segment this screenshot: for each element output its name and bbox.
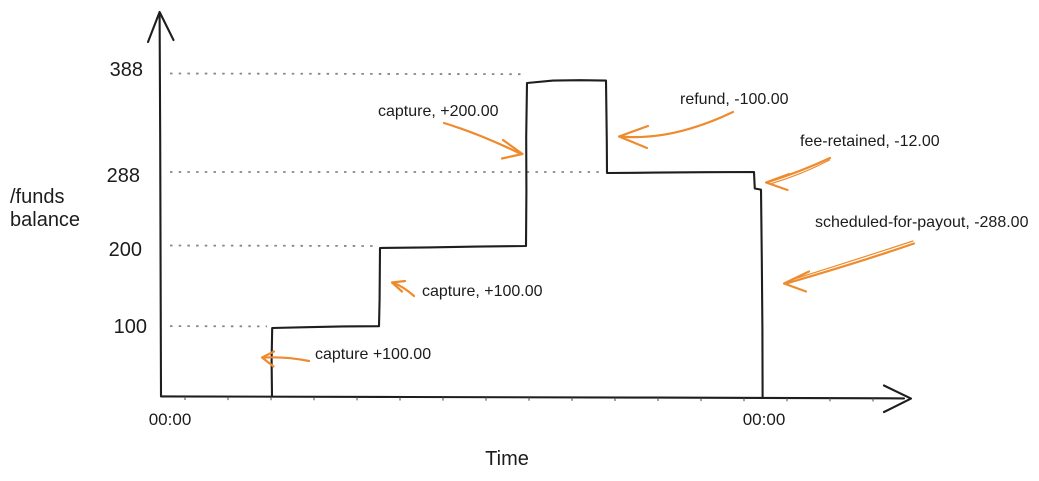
x-tick-start: 00:00: [148, 410, 192, 429]
y-tick-288: 288: [106, 165, 140, 187]
y-tick-100: 100: [113, 316, 147, 338]
balance-step-line: [270, 79, 764, 399]
arrow-capture-2-icon: [390, 279, 416, 298]
annotation-refund: refund, -100.00: [680, 91, 789, 108]
guide-line-388: [169, 72, 525, 76]
annotation-capture-1: capture +100.00: [315, 346, 432, 363]
x-axis: [159, 384, 913, 414]
y-axis-title: /funds balance: [10, 186, 81, 231]
x-axis-arrowhead-icon: [882, 384, 913, 414]
arrow-fee-retained-icon: [764, 156, 832, 192]
y-tick-388: 388: [109, 59, 143, 81]
y-axis: [146, 10, 175, 398]
arrow-refund-icon: [617, 110, 735, 150]
guide-line-200: [169, 244, 377, 247]
annotation-capture-3: capture, +200.00: [378, 103, 499, 120]
x-axis-title: Time: [485, 448, 529, 470]
arrow-scheduled-payout-icon: [782, 240, 916, 293]
annotation-scheduled-payout: scheduled-for-payout, -288.00: [815, 214, 1029, 231]
x-tick-end: 00:00: [742, 410, 786, 429]
arrow-capture-3-icon: [442, 121, 524, 160]
annotation-capture-2: capture, +100.00: [422, 283, 543, 300]
y-axis-arrowhead-icon: [146, 10, 175, 44]
x-axis-ticks: [184, 396, 874, 402]
annotation-fee-retained: fee-retained, -12.00: [800, 133, 940, 150]
arrow-capture-1-icon: [260, 350, 311, 368]
y-tick-200: 200: [108, 239, 142, 261]
